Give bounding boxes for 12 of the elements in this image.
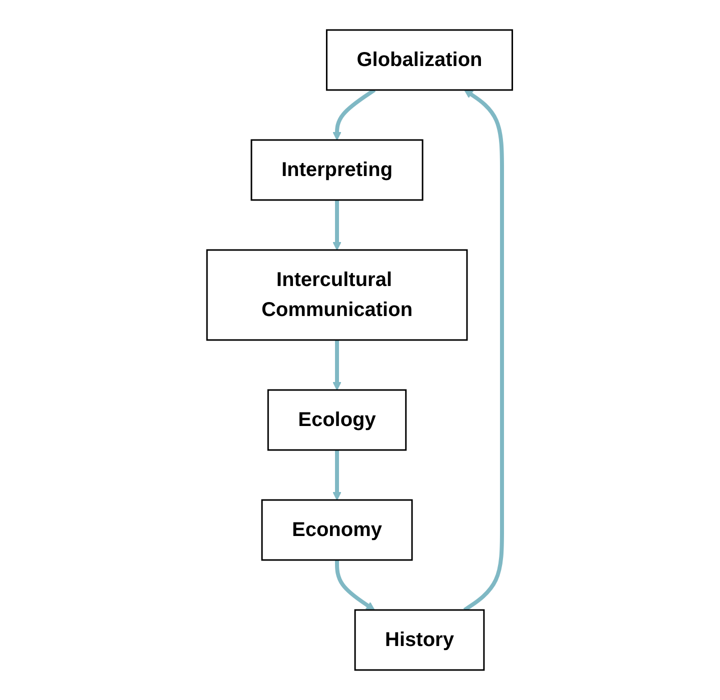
node-box: Interpreting (251, 139, 424, 201)
arrow (332, 200, 342, 250)
arrow (464, 90, 504, 612)
node-box: Globalization (326, 29, 514, 91)
node-box: History (354, 609, 486, 671)
arrow (335, 560, 376, 610)
node-box: Economy (262, 499, 414, 561)
node-box: Intercultural Communication (206, 249, 468, 341)
arrow (332, 340, 342, 390)
node-box: Ecology (268, 389, 407, 451)
arrow (332, 88, 376, 140)
arrow (332, 450, 342, 500)
